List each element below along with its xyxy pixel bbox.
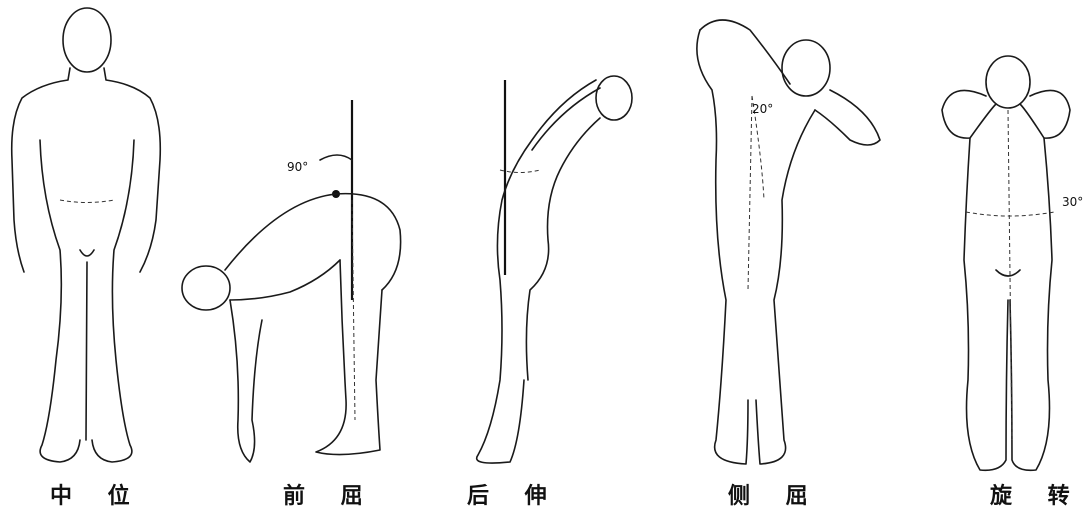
figure-rotation [942, 56, 1070, 470]
figure-forward-flexion [182, 100, 401, 462]
figure-lateral-flexion [697, 20, 880, 464]
figure-neutral [12, 8, 161, 462]
forward-flexion-angle-label: 90° [287, 160, 308, 174]
caption-rotation: 旋 转 [990, 478, 1084, 510]
caption-extension: 后 伸 [467, 478, 561, 510]
caption-forward-flexion: 前 屈 [283, 478, 377, 510]
figure-extension [477, 76, 632, 463]
lateral-flexion-angle-label: 20° [752, 102, 773, 116]
caption-lateral-flexion: 侧 屈 [728, 478, 822, 510]
caption-neutral: 中 位 [50, 478, 144, 510]
rotation-angle-label: 30° [1062, 195, 1083, 209]
